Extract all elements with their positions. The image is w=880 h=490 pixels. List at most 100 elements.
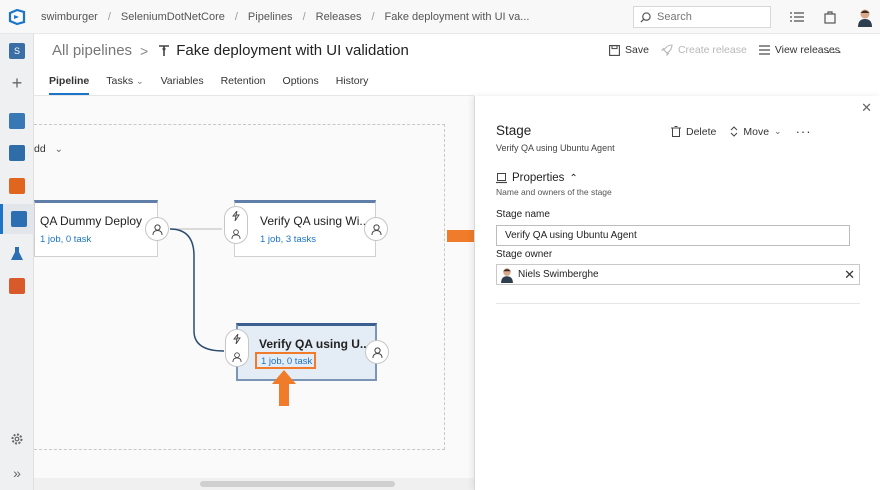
save-icon	[609, 44, 620, 56]
up-down-icon	[731, 126, 738, 137]
lightning-icon	[232, 211, 240, 221]
save-button[interactable]: Save	[609, 44, 649, 56]
stage-title: Verify QA using U...	[259, 337, 367, 351]
close-icon[interactable]: ✕	[861, 100, 872, 115]
tab-history[interactable]: History	[335, 75, 369, 87]
pre-deployment-conditions-button[interactable]	[225, 329, 249, 367]
settings-icon[interactable]	[0, 424, 34, 454]
pipeline-canvas[interactable]: dd ⌄ QA Dummy Deploy 1 job, 0 task Verif…	[34, 96, 474, 478]
search-icon	[640, 11, 651, 23]
stages-frame	[34, 124, 445, 450]
panel-divider	[496, 303, 860, 304]
stage-summary-link[interactable]: 1 job, 0 task	[40, 234, 92, 245]
properties-icon	[496, 172, 507, 183]
breadcrumb-org[interactable]: swimburger	[41, 11, 98, 23]
breadcrumb-project[interactable]: SeleniumDotNetCore	[120, 11, 225, 23]
overview-icon[interactable]	[0, 106, 34, 136]
repos-icon[interactable]	[0, 171, 34, 201]
scrollbar-thumb[interactable]	[200, 481, 395, 487]
artifacts-icon[interactable]	[0, 271, 34, 301]
post-deployment-approvers-button[interactable]	[364, 217, 388, 241]
stage-owner-name: Niels Swimberghe	[518, 269, 599, 280]
properties-section-toggle[interactable]: Properties ⌃	[496, 172, 578, 184]
tab-divider	[34, 95, 474, 96]
chevron-down-icon: ⌄	[136, 76, 144, 86]
rocket-icon	[660, 44, 673, 56]
stage-owner-field[interactable]: Niels Swimberghe ✕	[496, 264, 860, 285]
page-title: All pipelines > Fake deployment with UI …	[52, 42, 409, 59]
person-icon	[232, 352, 242, 362]
chevron-down-icon: ⌄	[54, 144, 63, 155]
stage-summary-link[interactable]: 1 job, 0 task	[261, 356, 313, 367]
panel-more-button[interactable]: ···	[795, 124, 812, 139]
breadcrumb-current[interactable]: Fake deployment with UI va...	[384, 11, 530, 23]
create-release-button[interactable]: Create release	[660, 44, 747, 56]
pipelines-icon[interactable]	[0, 204, 34, 234]
post-deployment-approvers-button[interactable]	[145, 217, 169, 241]
save-label: Save	[625, 44, 649, 56]
person-icon	[371, 223, 381, 235]
tab-variables[interactable]: Variables	[160, 75, 204, 87]
user-avatar-icon[interactable]	[856, 7, 874, 27]
stage-card-verify-qa-windows[interactable]: Verify QA using Wi... 1 job, 3 tasks	[234, 200, 376, 257]
tab-options[interactable]: Options	[282, 75, 319, 87]
user-avatar-icon	[501, 267, 513, 283]
move-button[interactable]: Move ⌄	[730, 125, 782, 138]
stage-name-input[interactable]: Verify QA using Ubuntu Agent	[496, 225, 850, 246]
pipeline-name[interactable]: Fake deployment with UI validation	[176, 42, 409, 59]
search-input[interactable]: Search	[633, 6, 771, 28]
stage-title: Verify QA using Wi...	[260, 214, 370, 228]
panel-subtitle: Verify QA using Ubuntu Agent	[496, 143, 615, 153]
more-actions-button[interactable]: ···	[826, 43, 843, 59]
view-releases-button[interactable]: View releases	[758, 44, 840, 56]
create-release-label: Create release	[677, 44, 747, 56]
breadcrumb-separator: /	[234, 11, 238, 23]
boards-icon[interactable]	[0, 138, 34, 168]
breadcrumb: swimburger / SeleniumDotNetCore / Pipeli…	[41, 11, 529, 23]
chevron-down-icon: ⌄	[774, 126, 782, 136]
post-deployment-approvers-button[interactable]	[365, 340, 389, 364]
header-actions: Save Create release View releases	[597, 44, 840, 56]
highlight-box	[255, 352, 316, 369]
stage-summary-link[interactable]: 1 job, 3 tasks	[260, 234, 316, 245]
remove-owner-icon[interactable]: ✕	[844, 267, 855, 282]
person-icon	[152, 223, 162, 235]
tab-pipeline[interactable]: Pipeline	[49, 75, 90, 95]
test-plans-icon[interactable]	[0, 239, 34, 269]
tab-bar: Pipeline Tasks ⌄ Variables Retention Opt…	[49, 75, 385, 95]
add-stage-label: dd	[34, 143, 46, 155]
search-placeholder: Search	[657, 11, 692, 23]
shopping-bag-icon[interactable]	[822, 9, 838, 25]
breadcrumb-pipelines[interactable]: Pipelines	[247, 11, 293, 23]
all-pipelines-link[interactable]: All pipelines	[52, 42, 133, 59]
release-pipeline-icon	[159, 45, 170, 56]
breadcrumb-releases[interactable]: Releases	[315, 11, 362, 23]
list-icon	[758, 45, 770, 55]
expand-rail-icon[interactable]: »	[13, 465, 21, 481]
list-icon[interactable]	[789, 9, 805, 25]
add-icon[interactable]: +	[11, 72, 23, 93]
horizontal-scrollbar[interactable]	[34, 478, 474, 490]
project-icon[interactable]: S	[0, 36, 34, 66]
chevron-up-icon: ⌃	[569, 172, 578, 184]
add-stage-button[interactable]: dd ⌄	[34, 143, 63, 155]
breadcrumb-separator: /	[302, 11, 306, 23]
left-nav-rail: S + »	[0, 34, 34, 490]
panel-title: Stage	[496, 123, 532, 138]
stage-card-qa-dummy-deploy[interactable]: QA Dummy Deploy 1 job, 0 task	[34, 200, 158, 257]
top-bar: swimburger / SeleniumDotNetCore / Pipeli…	[0, 0, 880, 34]
azure-devops-logo-icon[interactable]	[8, 8, 26, 26]
tab-retention[interactable]: Retention	[220, 75, 266, 87]
stage-title: QA Dummy Deploy	[40, 214, 143, 228]
chevron-right-icon: >	[140, 42, 149, 59]
delete-button[interactable]: Delete	[671, 126, 716, 138]
properties-title: Properties	[512, 172, 565, 184]
stage-properties-panel: ✕ Stage Verify QA using Ubuntu Agent Del…	[474, 96, 880, 490]
delete-label: Delete	[686, 125, 717, 138]
breadcrumb-separator: /	[107, 11, 111, 23]
tab-tasks[interactable]: Tasks ⌄	[106, 75, 143, 95]
annotation-up-arrow-icon	[272, 370, 296, 406]
stage-name-label: Stage name	[496, 209, 550, 220]
move-label: Move	[743, 125, 770, 138]
pre-deployment-conditions-button[interactable]	[224, 206, 248, 244]
